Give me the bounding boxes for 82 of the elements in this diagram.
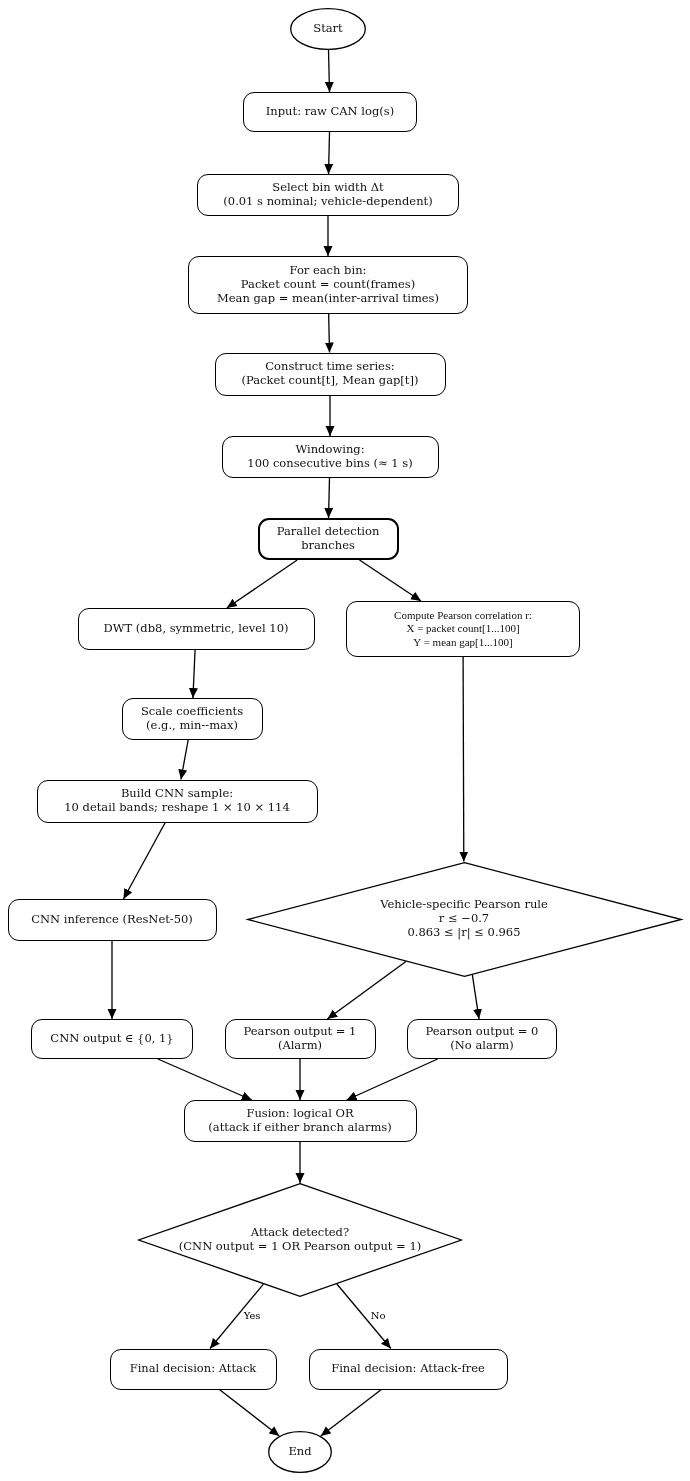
node-text: (Packet count[t], Mean gap[t]) <box>241 374 419 388</box>
node-text: (0.01 s nominal; vehicle-dependent) <box>223 195 433 209</box>
decision-diamond <box>138 1183 462 1297</box>
node-text: Compute Pearson correlation r: <box>394 609 532 623</box>
arrow <box>188 649 198 699</box>
process-box <box>243 92 417 132</box>
process-box <box>7 899 217 941</box>
terminal-ellipse <box>268 1431 332 1473</box>
process-box <box>183 1100 417 1142</box>
node-text: (e.g., min--max) <box>146 719 238 733</box>
node-text: Scale coefficients <box>140 705 244 719</box>
node-text: (attack if either branch alarms) <box>208 1121 392 1135</box>
process-box <box>346 601 580 657</box>
arrow <box>324 477 334 519</box>
node-text: (Alarm) <box>277 1039 323 1053</box>
arrow <box>295 1058 305 1101</box>
node-text: Windowing: <box>295 443 365 457</box>
arrow <box>226 559 298 609</box>
node-text: Parallel detection branches <box>275 525 381 553</box>
arrow <box>471 973 482 1020</box>
process-box <box>257 518 399 560</box>
node-text: (No alarm) <box>450 1039 514 1053</box>
node-text: Y = mean gap[1...100] <box>413 635 513 649</box>
process-box <box>121 698 263 740</box>
arrow <box>178 739 189 781</box>
node-text: Packet count = count(frames) <box>240 278 416 292</box>
node-text: 100 consecutive bins (≈ 1 s) <box>247 457 413 471</box>
node-text: (CNN output = 1 OR Pearson output = 1) <box>178 1240 422 1254</box>
arrow <box>218 1388 280 1437</box>
process-box <box>224 1019 376 1059</box>
process-box <box>109 1348 277 1390</box>
process-box <box>36 779 318 823</box>
node-text: Construct time series: <box>265 360 395 374</box>
arrow <box>324 131 334 175</box>
arrow <box>336 1283 392 1350</box>
node-text: Pearson output = 1 <box>243 1025 357 1039</box>
arrow <box>295 1141 305 1184</box>
node-text: Final decision: Attack-free <box>331 1362 485 1376</box>
process-box <box>188 256 468 314</box>
process-box <box>308 1348 508 1390</box>
node-text: CNN output ∈ {0, 1} <box>50 1032 174 1046</box>
process-box <box>197 174 459 216</box>
node-text: Mean gap = mean(inter-arrival times) <box>217 291 439 306</box>
edge-label: Yes <box>242 1310 262 1322</box>
process-box <box>77 608 315 650</box>
arrow <box>326 960 407 1020</box>
arrow <box>324 49 334 93</box>
process-box <box>214 352 446 396</box>
node-text: DWT (db8, symmetric, level 10) <box>103 622 289 636</box>
node-text: Final decision: Attack <box>129 1362 257 1376</box>
process-box <box>221 436 439 478</box>
node-text: CNN inference (ResNet-50) <box>31 913 193 927</box>
node-text: Pearson output = 0 <box>425 1025 539 1039</box>
node-text: X = packet count[1...100] <box>406 622 520 636</box>
process-box <box>31 1019 193 1059</box>
node-text: Start <box>313 22 343 36</box>
arrow <box>107 940 117 1020</box>
node-text: Build CNN sample: <box>120 787 234 801</box>
arrow <box>320 1388 382 1437</box>
arrow <box>358 559 422 602</box>
edge-label: No <box>369 1310 387 1322</box>
arrow <box>325 394 335 437</box>
node-text: Input: raw CAN log(s) <box>265 105 395 119</box>
arrow <box>209 1283 265 1350</box>
arrow <box>345 1058 439 1101</box>
arrow <box>324 313 334 354</box>
arrow <box>122 821 166 900</box>
terminal-ellipse <box>290 8 366 50</box>
node-text: r ≤ −0.7 <box>438 912 490 926</box>
node-text: End <box>288 1445 312 1459</box>
node-text: Fusion: logical OR <box>246 1107 354 1121</box>
arrow <box>459 656 469 863</box>
decision-diamond <box>246 861 682 977</box>
arrow <box>323 215 333 257</box>
arrow <box>157 1058 253 1101</box>
process-box <box>407 1019 557 1059</box>
node-text: Attack detected? <box>250 1226 350 1240</box>
node-text: Select bin width Δt <box>272 181 384 195</box>
node-text: Vehicle-specific Pearson rule <box>380 898 548 913</box>
node-text: 0.863 ≤ |r| ≤ 0.965 <box>407 925 521 940</box>
node-text: 10 detail bands; reshape 1 × 10 × 114 <box>64 801 290 815</box>
node-text: For each bin: <box>289 264 367 279</box>
